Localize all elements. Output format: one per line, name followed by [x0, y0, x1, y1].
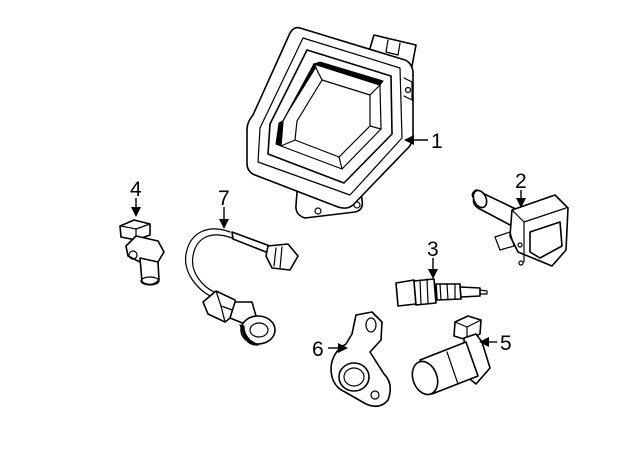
- camshaft-sensor: [119, 219, 165, 286]
- callout-labels: 1 2 3 4 5 6 7: [130, 130, 527, 361]
- callout-2: 2: [515, 170, 527, 193]
- callout-3: 3: [427, 238, 439, 261]
- leader-lines: [131, 135, 526, 353]
- callout-7: 7: [218, 187, 230, 210]
- callout-1: 1: [431, 130, 443, 153]
- temperature-sensor: [395, 278, 488, 307]
- knock-sensor: [184, 228, 299, 346]
- callout-4: 4: [130, 178, 142, 201]
- callout-5: 5: [500, 332, 512, 355]
- crankshaft-sensor: [411, 315, 491, 396]
- ignition-coil: [471, 189, 569, 267]
- engine-control-module: [246, 26, 417, 219]
- callout-6: 6: [312, 338, 324, 361]
- position-sensor: [330, 311, 392, 408]
